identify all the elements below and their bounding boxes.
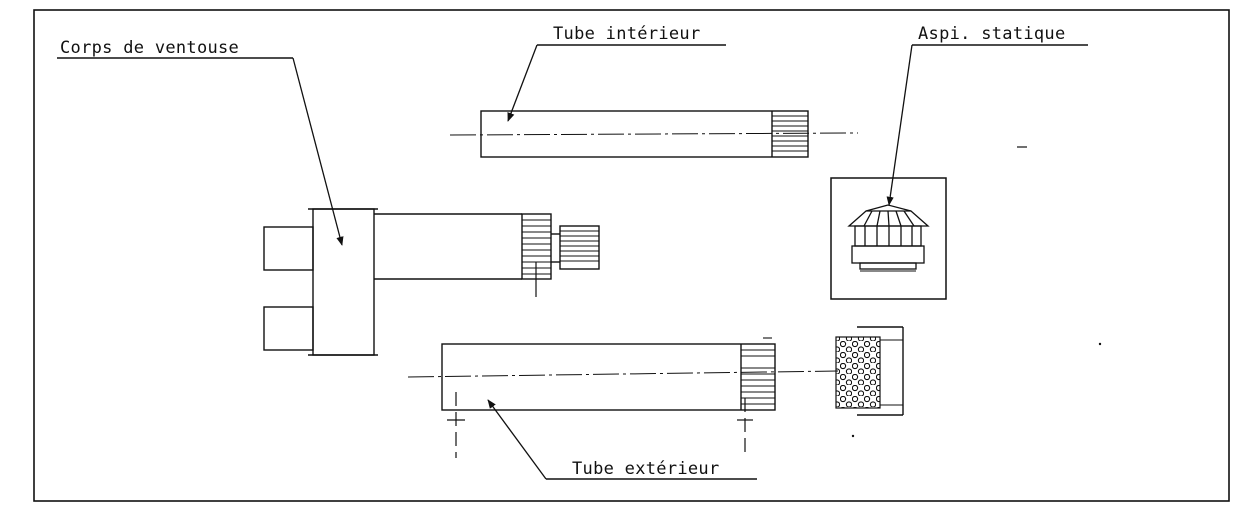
corps-inner-threads	[560, 230, 599, 262]
tube-interieur-axis	[449, 132, 859, 136]
label-tube-exterieur: Tube extérieur	[487, 399, 757, 480]
tube-exterieur-threads	[741, 349, 775, 405]
leader-corps	[292, 57, 344, 246]
corps-outer-threads	[522, 219, 551, 275]
label-tube-exterieur-text: Tube extérieur	[572, 459, 720, 479]
label-tube-interieur-text: Tube intérieur	[553, 24, 701, 44]
label-aspi-text: Aspi. statique	[918, 24, 1066, 44]
leader-tube-exterieur	[487, 399, 547, 480]
label-corps-de-ventouse: Corps de ventouse	[57, 38, 344, 246]
grille-terminal	[835, 326, 904, 438]
leader-aspi	[886, 44, 913, 206]
leader-tube-interieur	[507, 44, 538, 122]
label-tube-interieur: Tube intérieur	[507, 24, 726, 122]
drawing-frame	[33, 9, 1230, 502]
aspirateur-statique	[830, 177, 947, 300]
tube-exterieur-axis	[407, 370, 839, 378]
tube-interieur-threads	[772, 115, 808, 152]
tube-exterieur	[407, 337, 839, 458]
label-corps-text: Corps de ventouse	[60, 38, 239, 58]
tube-interieur	[449, 110, 859, 158]
corps-de-ventouse	[263, 208, 600, 356]
